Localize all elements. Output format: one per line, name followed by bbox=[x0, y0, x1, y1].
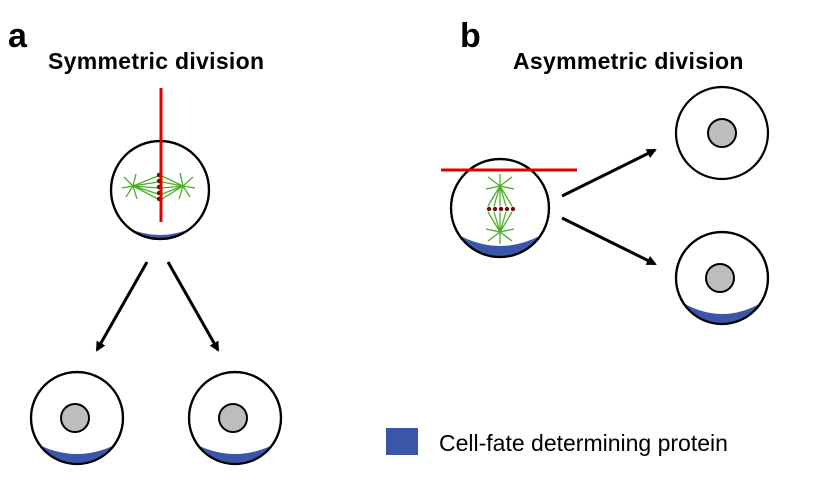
daughter-cell-a-left bbox=[29, 370, 125, 466]
chromosomes bbox=[486, 206, 516, 212]
panel-b: b Asymmetric division bbox=[441, 17, 770, 326]
arrow-to-daughter-bottom bbox=[561, 216, 657, 266]
panel-a: a Symmetric division bbox=[8, 17, 283, 466]
mitotic-spindle bbox=[121, 172, 196, 200]
mother-cell-asymmetric bbox=[441, 157, 577, 259]
daughter-cell-b-top bbox=[674, 85, 770, 181]
arrow-to-daughter-left bbox=[95, 261, 149, 352]
panel-a-title: Symmetric division bbox=[48, 48, 264, 74]
legend-swatch bbox=[386, 428, 418, 455]
panel-a-letter: a bbox=[8, 17, 28, 55]
arrow-to-daughter-top bbox=[561, 148, 657, 198]
nucleus bbox=[60, 403, 90, 433]
panel-b-title: Asymmetric division bbox=[513, 48, 744, 74]
daughter-cell-b-bottom bbox=[674, 230, 770, 326]
mother-cell-symmetric bbox=[109, 88, 211, 241]
nucleus bbox=[705, 263, 735, 293]
nucleus bbox=[707, 118, 737, 148]
arrow-to-daughter-right bbox=[166, 261, 220, 352]
nucleus bbox=[218, 403, 248, 433]
mitotic-spindle bbox=[485, 174, 515, 244]
legend: Cell-fate determining protein bbox=[386, 428, 728, 456]
daughter-cell-a-right bbox=[187, 370, 283, 466]
legend-label: Cell-fate determining protein bbox=[439, 430, 728, 456]
panel-b-letter: b bbox=[460, 17, 481, 55]
